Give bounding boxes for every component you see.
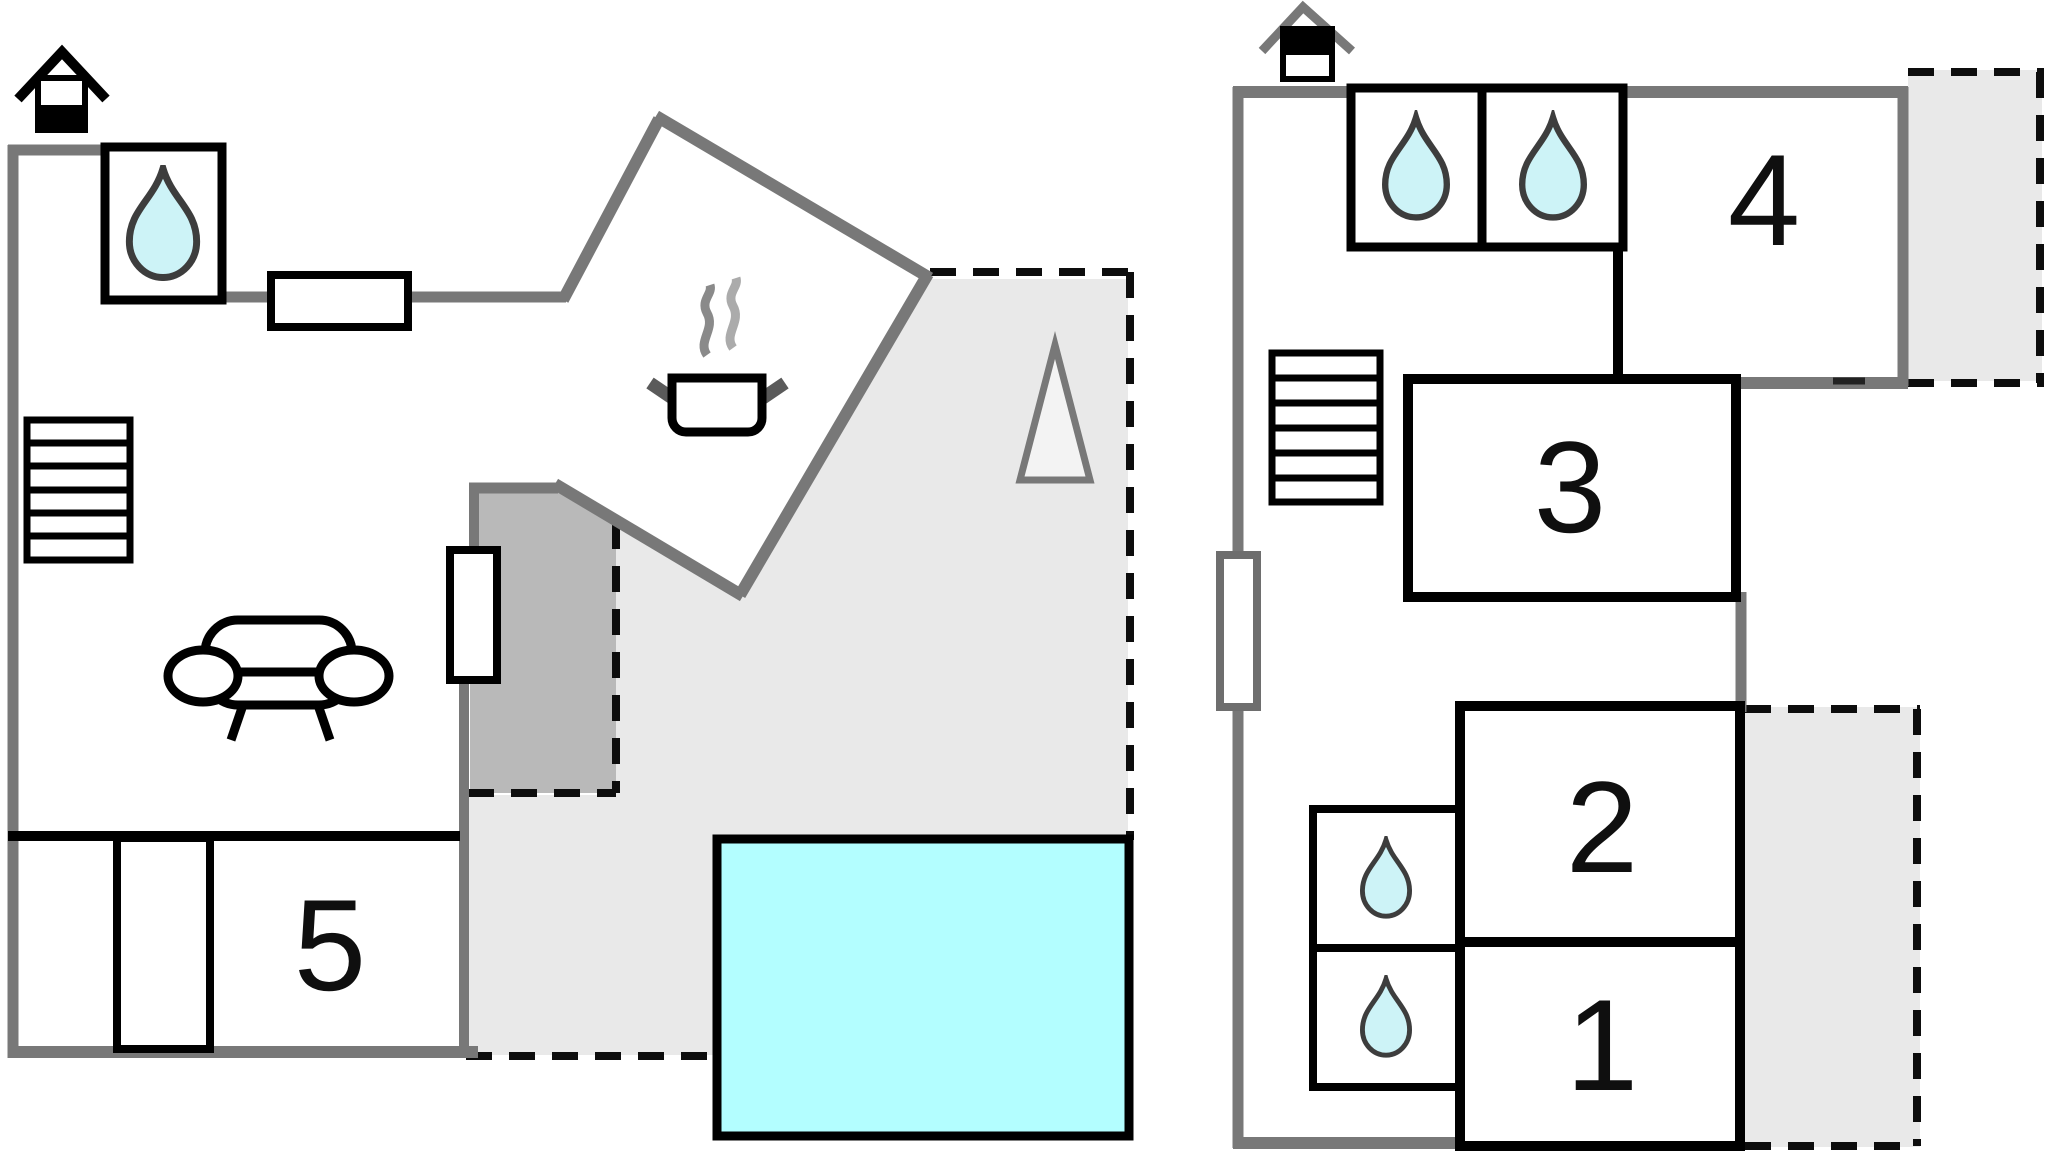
window-side bbox=[446, 546, 501, 684]
room3-label: 3 bbox=[1534, 414, 1606, 560]
balcony-bottom-right bbox=[1742, 705, 1921, 1150]
window-top bbox=[267, 271, 412, 331]
chimney-icon bbox=[1258, 0, 1356, 82]
ground-floor-plan: 5 bbox=[7, 44, 1134, 1141]
room5-label: 5 bbox=[294, 872, 366, 1018]
bathroom-first-b bbox=[1477, 83, 1628, 252]
window-left bbox=[1216, 551, 1261, 711]
steam-icon bbox=[725, 276, 741, 351]
terrace-area bbox=[467, 279, 1128, 1055]
cooking-pot-icon bbox=[646, 276, 789, 437]
room1-label: 1 bbox=[1566, 972, 1638, 1118]
bathroom-ground bbox=[100, 142, 227, 305]
bathroom-first-a bbox=[1346, 83, 1487, 252]
first-floor-plan: 4 3 2 1 bbox=[1216, 0, 2044, 1151]
rooms-2-1-box bbox=[1455, 701, 1745, 1151]
room2-label: 2 bbox=[1566, 754, 1638, 900]
balcony-top-right bbox=[1908, 68, 2044, 387]
ground-floor-walls bbox=[7, 110, 934, 1058]
room4-label: 4 bbox=[1728, 127, 1800, 273]
stairs-icon-ground bbox=[23, 416, 134, 564]
bathroom-small-a bbox=[1309, 805, 1463, 952]
covered-terrace-area bbox=[470, 487, 616, 793]
swimming-pool bbox=[712, 834, 1134, 1141]
stairs-icon-first bbox=[1268, 349, 1384, 506]
room3-box bbox=[1403, 374, 1741, 602]
terrace-dashed-boundary bbox=[466, 268, 1134, 1060]
tree-icon bbox=[1015, 331, 1095, 484]
room5-closet bbox=[113, 834, 214, 1053]
steam-icon bbox=[699, 283, 715, 358]
bathroom-small-b bbox=[1309, 944, 1463, 1091]
sofa-icon bbox=[163, 615, 394, 742]
chimney-icon bbox=[14, 44, 110, 133]
